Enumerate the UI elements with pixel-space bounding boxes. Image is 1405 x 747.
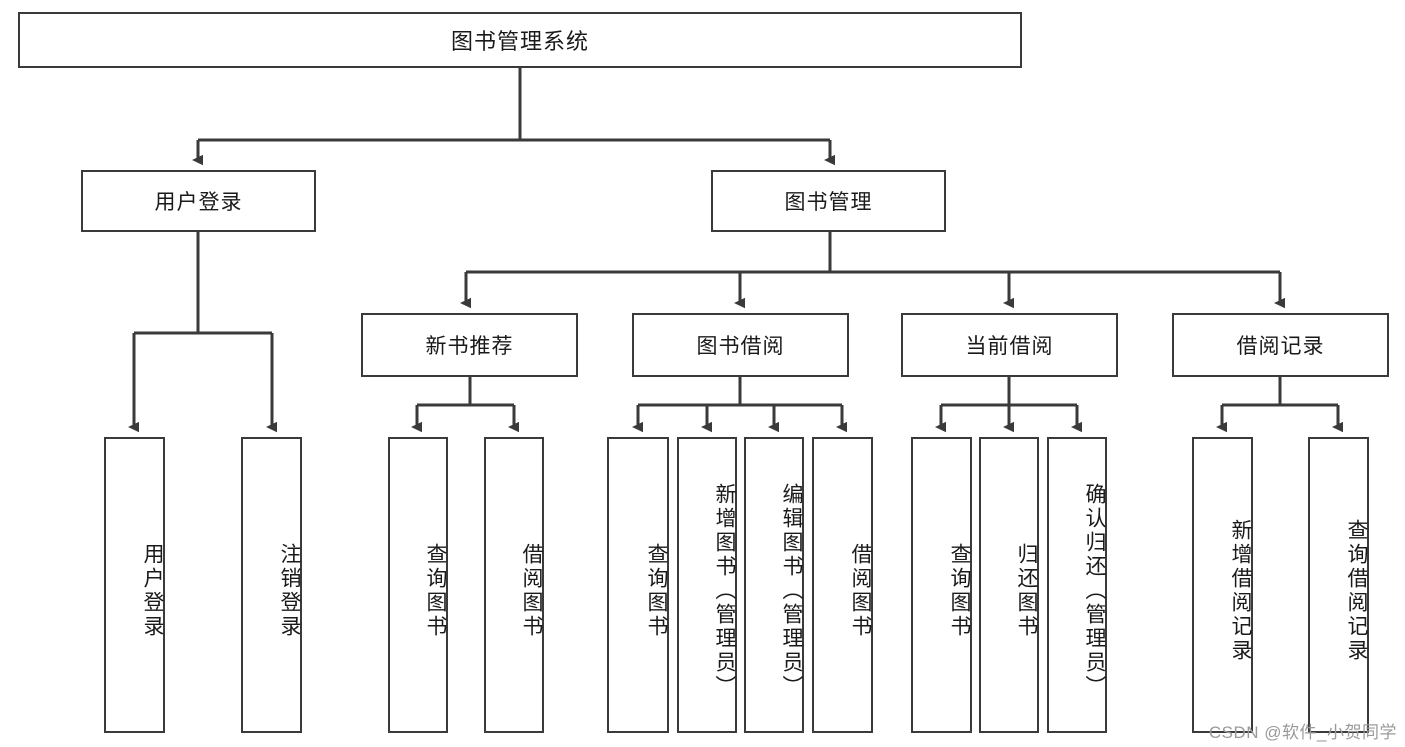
node-leaf-query-book-1[interactable]: 查询图书 [388, 437, 448, 733]
node-label: 确认归还（管理员） [1083, 483, 1106, 699]
node-label: 新增图书（管理员） [713, 483, 736, 699]
node-label: 查询借阅记录 [1345, 519, 1368, 663]
node-label: 编辑图书（管理员） [780, 483, 803, 699]
node-label: 注销登录 [278, 543, 301, 639]
node-leaf-user-login[interactable]: 用户登录 [104, 437, 165, 733]
node-user-login[interactable]: 用户登录 [81, 170, 316, 232]
node-label: 借阅图书 [849, 543, 872, 639]
node-label: 归还图书 [1015, 543, 1038, 639]
node-leaf-add-book[interactable]: 新增图书（管理员） [677, 437, 737, 733]
node-label: 查询图书 [645, 543, 668, 639]
node-new-book-recommend[interactable]: 新书推荐 [361, 313, 578, 377]
node-label: 查询图书 [948, 543, 971, 639]
node-leaf-add-record[interactable]: 新增借阅记录 [1192, 437, 1253, 733]
node-book-manage[interactable]: 图书管理 [711, 170, 946, 232]
node-leaf-return-book[interactable]: 归还图书 [979, 437, 1039, 733]
node-leaf-logout-login[interactable]: 注销登录 [241, 437, 302, 733]
node-label: 借阅图书 [520, 543, 543, 639]
node-leaf-edit-book[interactable]: 编辑图书（管理员） [744, 437, 804, 733]
node-borrow-record[interactable]: 借阅记录 [1172, 313, 1389, 377]
node-label: 新增借阅记录 [1229, 519, 1252, 663]
node-leaf-borrow-book-2[interactable]: 借阅图书 [812, 437, 873, 733]
node-leaf-borrow-book-1[interactable]: 借阅图书 [484, 437, 544, 733]
node-current-borrow[interactable]: 当前借阅 [901, 313, 1118, 377]
node-label: 用户登录 [141, 543, 164, 639]
node-leaf-query-record[interactable]: 查询借阅记录 [1308, 437, 1369, 733]
node-root-system[interactable]: 图书管理系统 [18, 12, 1022, 68]
node-leaf-confirm-return[interactable]: 确认归还（管理员） [1047, 437, 1107, 733]
node-leaf-query-book-3[interactable]: 查询图书 [911, 437, 972, 733]
node-leaf-query-book-2[interactable]: 查询图书 [607, 437, 669, 733]
csdn-watermark: CSDN @软件_小贺同学 [1208, 723, 1397, 742]
node-label: 查询图书 [424, 543, 447, 639]
node-book-borrow[interactable]: 图书借阅 [632, 313, 849, 377]
